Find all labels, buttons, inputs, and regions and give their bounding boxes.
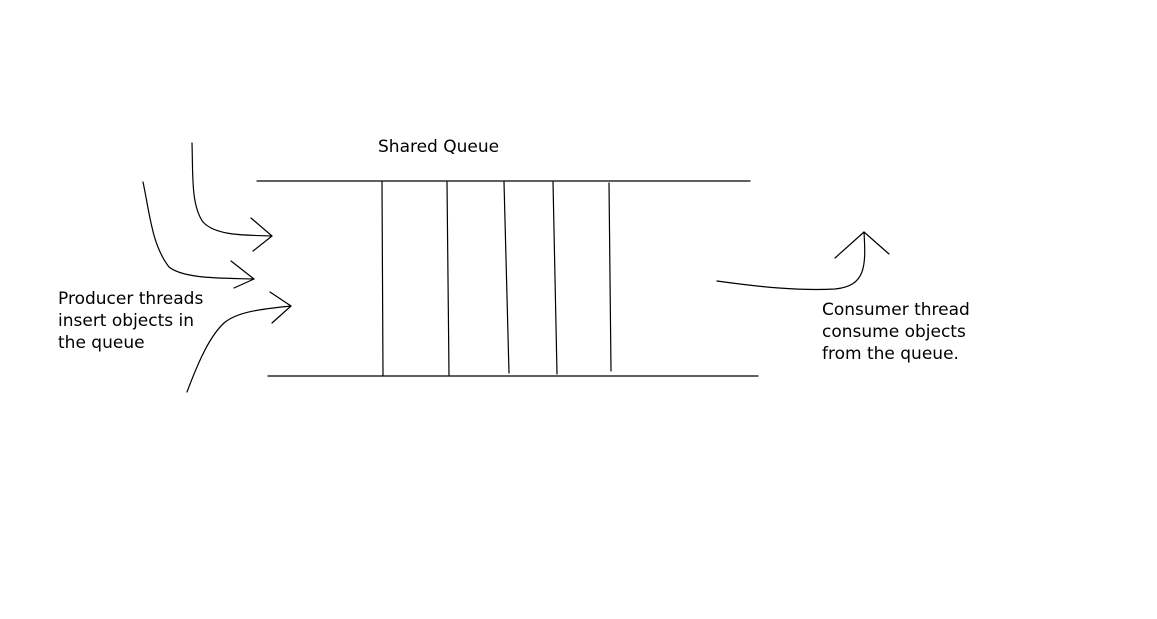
queue-title: Shared Queue	[378, 136, 499, 158]
queue-slot-divider	[381, 181, 384, 377]
producer-label-line: Producer threads	[58, 289, 204, 309]
consumer-label: Consumer thread consume objects from the…	[822, 299, 970, 365]
consumer-label-line: consume objects	[822, 322, 966, 342]
producer-arrows	[142, 142, 292, 393]
producer-arrow	[186, 291, 292, 393]
queue-slot-divider	[446, 181, 450, 376]
consumer-label-line: from the queue.	[822, 344, 959, 364]
producer-label-line: insert objects in	[58, 311, 195, 331]
producer-arrow	[142, 181, 255, 289]
queue-title-text: Shared Queue	[378, 137, 500, 157]
consumer-label-line: Consumer thread	[822, 300, 970, 320]
producer-label: Producer threads insert objects in the q…	[58, 288, 203, 354]
consumer-arrow	[716, 231, 890, 291]
queue-slot-divider	[552, 181, 558, 375]
queue-slot-divider	[608, 182, 612, 372]
queue-slot-divider	[503, 181, 510, 374]
producer-label-line: the queue	[58, 333, 145, 353]
producer-arrow	[191, 142, 273, 252]
queue-slots	[381, 181, 612, 377]
